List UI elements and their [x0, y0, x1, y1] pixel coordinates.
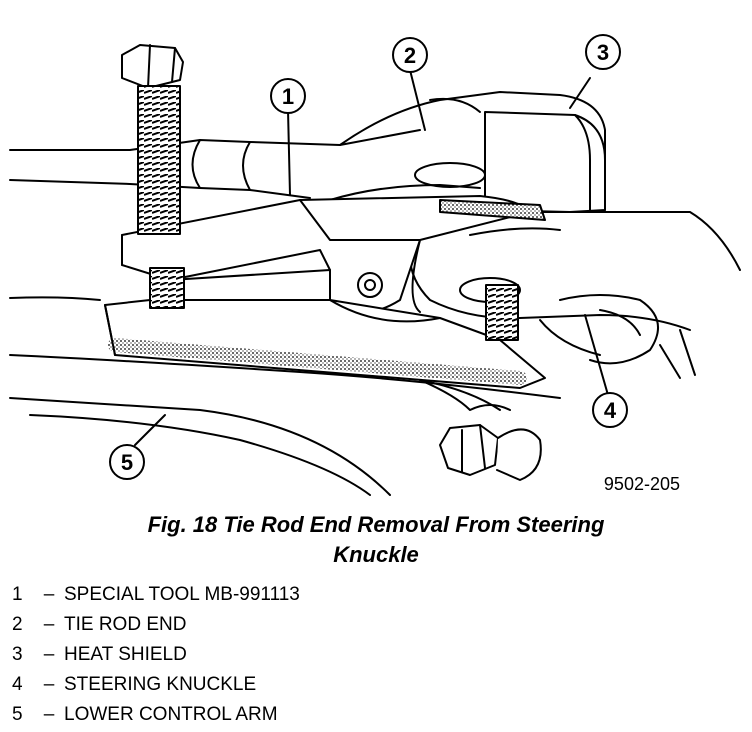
legend-item: 5 – LOWER CONTROL ARM [12, 700, 732, 730]
legend-number: 3 [12, 644, 23, 665]
caption-line-1: Fig. 18 Tie Rod End Removal From Steerin… [147, 512, 605, 537]
callout-number-5: 5 [121, 450, 133, 475]
legend-text: HEAT SHIELD [64, 644, 187, 665]
legend-text: STEERING KNUCKLE [64, 674, 257, 695]
ball-joint-nut [419, 379, 542, 481]
callout-circle-3 [585, 34, 621, 70]
callout-circle-1 [270, 78, 306, 114]
figure-caption: Fig. 18 Tie Rod End Removal From Steerin… [0, 510, 752, 570]
legend-text: SPECIAL TOOL MB-991113 [64, 584, 300, 605]
caption-line-2: Knuckle [333, 542, 419, 567]
legend-dash: – [43, 674, 55, 695]
legend-dash: – [43, 704, 55, 725]
callout-leaders [134, 69, 609, 446]
legend-number: 1 [12, 584, 23, 605]
callout-circle-2 [392, 37, 428, 73]
callout-number-3: 3 [597, 40, 609, 65]
legend-number: 5 [12, 704, 23, 725]
knuckle-stud [485, 284, 519, 341]
legend-item: 4 – STEERING KNUCKLE [12, 670, 732, 700]
legend-item: 1 – SPECIAL TOOL MB-991113 [12, 580, 732, 610]
callout-circle-5 [109, 444, 145, 480]
legend-dash: – [43, 614, 55, 635]
legend-item: 2 – TIE ROD END [12, 610, 732, 640]
technical-illustration: 1 2 3 4 5 9502-205 [9, 34, 741, 496]
callout-number-2: 2 [404, 43, 416, 68]
tie-rod-shaft [9, 129, 421, 199]
legend-number: 2 [12, 614, 23, 635]
callout-circle-4 [592, 392, 628, 428]
figure-code: 9502-205 [604, 474, 680, 494]
forcing-screw [121, 44, 185, 309]
legend-list: 1 – SPECIAL TOOL MB-991113 2 – TIE ROD E… [12, 580, 732, 730]
legend-number: 4 [12, 674, 23, 695]
heat-shield [484, 111, 606, 213]
legend-item: 3 – HEAT SHIELD [12, 640, 732, 670]
callout-number-1: 1 [282, 84, 294, 109]
legend-dash: – [43, 584, 55, 605]
legend-text: TIE ROD END [64, 614, 187, 635]
callout-number-4: 4 [604, 398, 617, 423]
lower-control-arm [9, 296, 561, 496]
special-tool-puller [104, 195, 546, 389]
legend-text: LOWER CONTROL ARM [64, 704, 278, 725]
legend-dash: – [43, 644, 55, 665]
